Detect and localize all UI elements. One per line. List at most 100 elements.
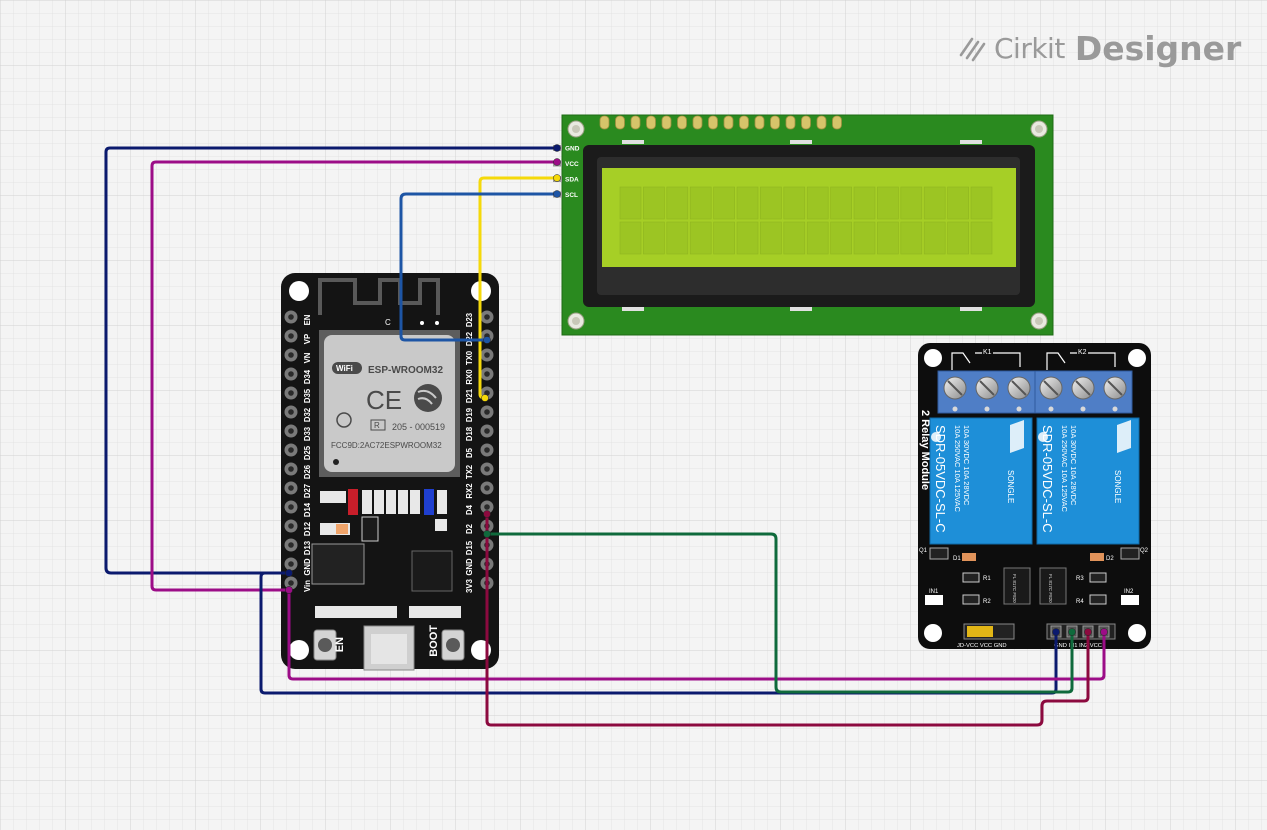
relay-k2-model: SDR-05VDC-SL-C <box>1040 425 1055 533</box>
relay-in1-led: IN1 <box>925 589 943 605</box>
esp32-right-pin-label-d15: D15 <box>465 540 474 555</box>
esp32-right-pin-label-tx0: TX0 <box>465 350 474 365</box>
q2-label: Q2 <box>1140 548 1149 554</box>
relay-k1-brand: SONGLE <box>1006 470 1015 503</box>
wifi-badge: WiFi <box>336 364 353 373</box>
esp32-left-pin-label-d27: D27 <box>303 484 312 498</box>
relay-module-title: 2 Relay Module <box>919 410 931 490</box>
esp32-left-pin-label-vin: Vin <box>303 580 312 592</box>
esp32-left-pin-label-d26: D26 <box>303 464 312 479</box>
jumper-label: JD-VCC VCC GND <box>957 643 1007 649</box>
wire-lcd-gnd <box>104 146 557 575</box>
fcc-id: FCC9D:2AC72ESPWROOM32 <box>331 441 442 450</box>
esp32-right-pin-label-d23: D23 <box>465 312 474 327</box>
wire-lcd-scl <box>399 192 557 342</box>
logo-product: Designer <box>1074 28 1242 68</box>
esp32-left-pin-label-d12: D12 <box>303 521 312 536</box>
module-name: ESP-WROOM32 <box>368 365 443 376</box>
esp32-left-pin-label-vp: VP <box>303 334 312 344</box>
lcd-pin-label-vcc: VCC <box>565 161 579 168</box>
wire-relay-in1 <box>487 532 1074 694</box>
esp32-right-pin-label-d18: D18 <box>465 426 474 441</box>
esp32-left-pin-label-d14: D14 <box>303 502 312 517</box>
relay-k1-rating2: 10A 30VDC 10A 28VDC <box>962 425 971 506</box>
r3-label: R3 <box>1076 576 1084 582</box>
r-mark: R <box>374 421 380 430</box>
usb-port <box>363 625 415 671</box>
r1-label: R1 <box>983 576 991 582</box>
esp32-left-pin-label-d32: D32 <box>303 407 312 422</box>
r4-label: R4 <box>1076 599 1084 605</box>
relay-k2-rating1: 10A 250VAC 10A 125VAC <box>1060 425 1069 512</box>
esp32-right-pin-label-d19: D19 <box>465 407 474 422</box>
relay-q2: Q2 <box>1120 547 1149 560</box>
esp32-left-pin-label-d34: D34 <box>303 369 312 384</box>
logo-name: Cirkit <box>994 31 1065 65</box>
q1-label: Q1 <box>919 548 928 554</box>
cirkit-designer-logo: Cirkit Designer <box>958 26 1241 70</box>
esp32-left-pin-label-d13: D13 <box>303 540 312 555</box>
boot-button[interactable]: BOOT <box>428 625 465 661</box>
d1-label: D1 <box>953 556 961 562</box>
relay-k1: SDR-05VDC-SL-C 10A 250VAC 10A 125VAC 10A… <box>929 417 1033 545</box>
esp32-right-pin-label-d4: D4 <box>465 504 474 515</box>
lcd-pin-label-scl: SCL <box>565 192 578 199</box>
relay-jumper[interactable]: JD-VCC VCC GND <box>957 623 1015 649</box>
r2-label: R2 <box>983 599 991 605</box>
antenna-mark: C <box>385 318 391 327</box>
relay-module[interactable]: K1 K2 2 Relay Module SDR-05VDC-SL-C 10A … <box>918 343 1151 649</box>
relay-resistors: R1 R2 R3 R4 <box>962 572 1107 605</box>
wire-relay-vcc <box>287 590 1106 681</box>
en-button-label: EN <box>334 637 346 652</box>
opto2-label: FL 817C F820 <box>1048 574 1053 603</box>
opto1-label: FL 817C F820 <box>1012 574 1017 603</box>
lcd-header-pins <box>599 115 842 130</box>
esp32-board[interactable]: C WiFi ESP-WROOM32 CE R 205 - 000519 FCC… <box>281 273 499 671</box>
esp32-left-pin-label-d33: D33 <box>303 426 312 441</box>
esp32-right-pin-label-3v3: 3V3 <box>465 578 474 593</box>
esp32-right-pin-label-d2: D2 <box>465 523 474 534</box>
esp32-right-pin-label-tx2: TX2 <box>465 464 474 479</box>
screw-terminals <box>943 376 1127 412</box>
in1-led-label: IN1 <box>929 589 939 595</box>
relay-d1: D1 <box>953 553 976 562</box>
en-button[interactable]: EN <box>313 629 346 661</box>
lcd-pin-label-sda: SDA <box>565 177 579 184</box>
relay-k2: SDR-05VDC-SL-C 10A 250VAC 10A 125VAC 10A… <box>1036 417 1140 545</box>
wire-lcd-vcc <box>150 160 557 592</box>
relay-k2-label: K2 <box>1078 349 1087 356</box>
cert-number: 205 - 000519 <box>392 422 445 432</box>
ce-mark: CE <box>366 385 402 415</box>
d2-label: D2 <box>1106 556 1114 562</box>
in2-led-label: IN2 <box>1124 589 1134 595</box>
esp32-left-pin-label-vn: VN <box>303 352 312 363</box>
relay-in2-led: IN2 <box>1121 589 1139 605</box>
lcd-display[interactable]: GND VCC SDA SCL <box>553 114 1054 336</box>
esp32-right-pin-label-d21: D21 <box>465 388 474 403</box>
esp32-left-pin-label-d25: D25 <box>303 445 312 460</box>
relay-k2-brand: SONGLE <box>1113 470 1122 503</box>
boot-button-label: BOOT <box>428 625 440 657</box>
esp32-right-pin-label-rx2: RX2 <box>465 483 474 499</box>
smd-components <box>311 489 461 618</box>
relay-k2-rating2: 10A 30VDC 10A 28VDC <box>1069 425 1078 506</box>
relay-q1: Q1 <box>919 547 949 560</box>
relay-optocouplers: FL 817C F820 FL 817C F820 <box>1003 567 1067 605</box>
relay-k1-rating1: 10A 250VAC 10A 125VAC <box>953 425 962 512</box>
esp32-right-pin-label-rx0: RX0 <box>465 369 474 385</box>
wire-endpoints <box>285 144 1108 636</box>
relay-d2: D2 <box>1090 553 1114 562</box>
esp32-right-pin-label-gnd: GND <box>465 558 474 576</box>
lcd-pin-label-gnd: GND <box>565 146 580 153</box>
esp32-left-pin-label-gnd: GND <box>303 558 312 576</box>
cirkit-logo-icon <box>959 37 986 62</box>
lcd-character-grid <box>619 186 993 255</box>
esp32-right-pin-label-d5: D5 <box>465 447 474 458</box>
relay-k1-model: SDR-05VDC-SL-C <box>933 425 948 533</box>
espressif-logo <box>414 384 442 412</box>
input-header-label: GND IN1 IN2 VCC <box>1054 643 1102 649</box>
wire-relay-in2 <box>485 514 1090 727</box>
esp32-left-pin-label-en: EN <box>303 314 312 325</box>
relay-k1-label: K1 <box>983 349 992 356</box>
